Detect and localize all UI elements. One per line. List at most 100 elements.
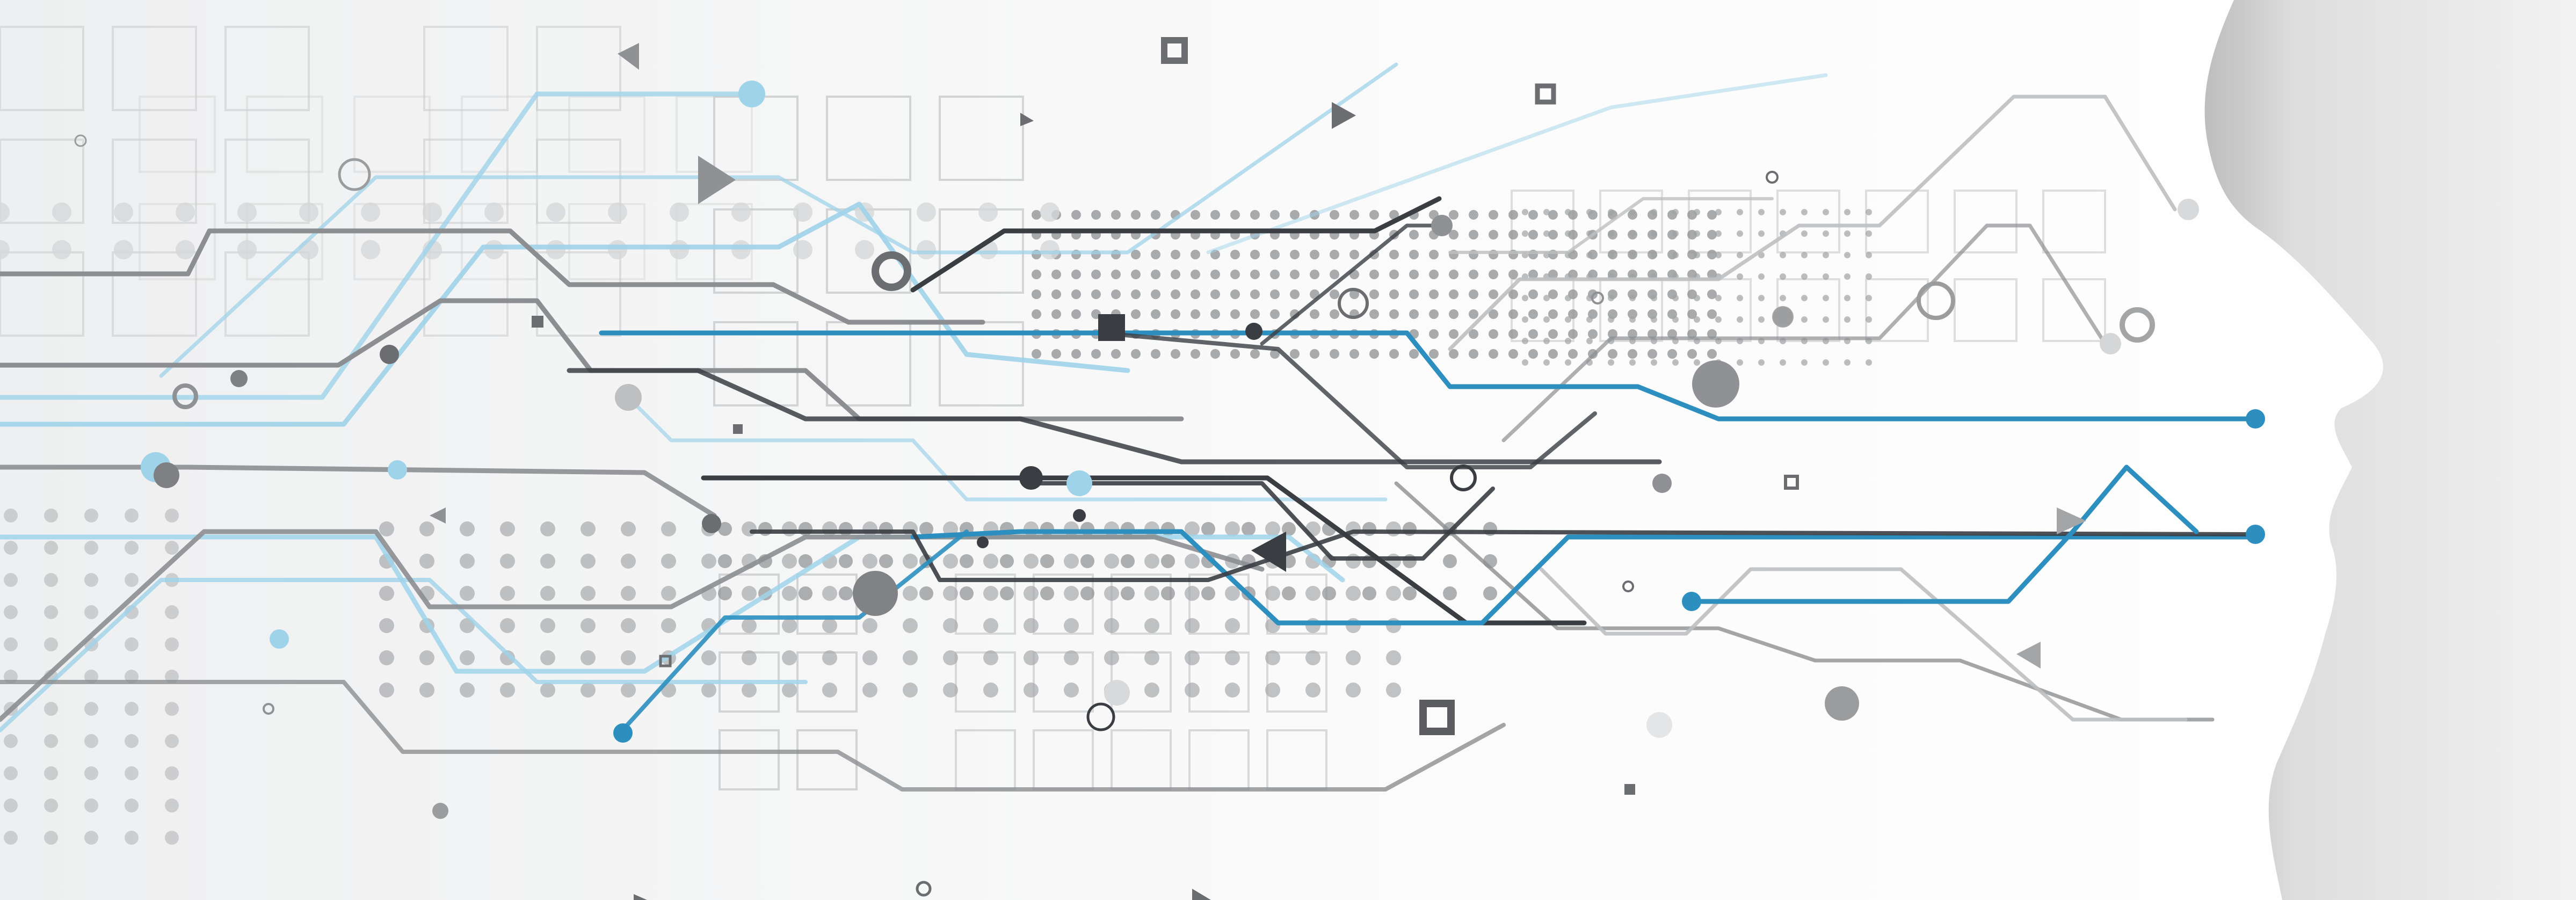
grid-dot	[1528, 230, 1538, 239]
triangle-marker-icon	[2016, 642, 2041, 669]
grid-dot	[1469, 230, 1478, 239]
grid-dot	[1403, 554, 1417, 568]
grid-dot	[1651, 209, 1657, 215]
grid-dot	[125, 509, 139, 522]
grid-dot	[1386, 683, 1401, 698]
circuit-traces-layer	[0, 62, 2258, 792]
grid-dot	[1483, 586, 1497, 600]
grid-dot	[1707, 270, 1717, 279]
grid-dot	[1629, 252, 1636, 258]
grid-dot	[1242, 522, 1256, 536]
grid-dot	[1000, 554, 1014, 568]
gray-trace	[1448, 95, 2177, 351]
grid-dot	[1191, 270, 1200, 279]
grid-dot	[1330, 210, 1339, 220]
hollow-square-icon	[1784, 475, 1799, 490]
grid-dot	[1290, 250, 1300, 259]
grid-dot	[1801, 209, 1808, 215]
grid-dot	[1707, 210, 1717, 220]
grid-dot	[1071, 349, 1081, 359]
ring	[74, 134, 87, 147]
outline-square	[112, 26, 197, 111]
grid-dot	[1528, 329, 1538, 339]
outline-square	[112, 251, 197, 337]
grid-dot	[1024, 683, 1039, 698]
solid-square-marker	[733, 424, 743, 434]
ring	[172, 383, 198, 409]
grid-dot	[978, 202, 998, 222]
grid-dot	[0, 202, 10, 222]
grid-dot	[1104, 618, 1119, 633]
grid-dot	[84, 766, 98, 780]
grid-dot	[500, 650, 515, 665]
outline-square	[0, 26, 84, 111]
gray-trace	[1539, 567, 2188, 722]
grid-dot	[423, 202, 442, 222]
grid-dot	[1071, 309, 1081, 319]
grid-dot	[1568, 329, 1578, 339]
grid-dot	[4, 734, 18, 748]
outline-square	[0, 251, 84, 337]
grid-dot	[903, 683, 918, 698]
gray-trace	[0, 298, 1184, 422]
outline-square	[1188, 651, 1250, 713]
triangle-marker-icon	[1192, 889, 1211, 900]
grid-dot	[1707, 230, 1717, 239]
grid-dot	[1628, 309, 1637, 319]
grid-dot	[1866, 230, 1872, 237]
grid-dot	[125, 541, 139, 555]
grid-dot	[1508, 329, 1518, 339]
grid-dot	[1608, 230, 1614, 237]
grid-dot	[718, 522, 732, 536]
grid-dot	[484, 240, 504, 259]
node-dot	[1825, 686, 1859, 721]
grid-dot	[1780, 252, 1786, 258]
outline-square	[353, 96, 431, 173]
grid-dot	[1185, 618, 1200, 633]
node-dot	[613, 723, 633, 743]
grid-dot	[1191, 250, 1200, 259]
grid-dot	[1629, 359, 1636, 366]
grid-dot	[1389, 270, 1399, 279]
grid-dot	[1823, 273, 1829, 280]
grid-dot	[1694, 230, 1700, 237]
hollow-square-icon	[1161, 37, 1188, 64]
grid-dot	[1064, 618, 1079, 633]
outline-square	[1954, 278, 2018, 342]
grid-dot	[1051, 309, 1061, 319]
light-blue-trace	[0, 578, 808, 732]
grid-dot	[917, 202, 936, 222]
grid-dot	[1715, 230, 1722, 237]
grid-dot	[1801, 252, 1808, 258]
grid-dot	[879, 522, 893, 536]
grid-dot	[718, 554, 732, 568]
grid-dot	[1161, 554, 1175, 568]
grid-dot	[580, 618, 596, 633]
grid-dot	[4, 799, 18, 812]
grid-dot	[1024, 521, 1039, 536]
grid-dot	[822, 650, 837, 665]
ring	[2120, 307, 2155, 343]
grid-dot	[670, 240, 689, 259]
grid-dot	[1185, 683, 1200, 698]
grid-dot	[1548, 309, 1558, 319]
grid-dot	[1543, 209, 1550, 215]
grid-dot	[1449, 270, 1458, 279]
grid-dot	[1270, 349, 1280, 359]
grid-dot	[1265, 650, 1280, 665]
grid-dot	[1449, 210, 1458, 220]
grid-dot	[1489, 289, 1498, 299]
outline-square	[719, 574, 780, 635]
grid-dot	[1305, 618, 1320, 633]
grid-dot	[1469, 309, 1478, 319]
blue-trace	[910, 529, 2258, 626]
grid-dot	[1801, 273, 1808, 280]
grid-dot	[1780, 359, 1786, 366]
grid-dot	[1694, 209, 1700, 215]
grid-dot	[1185, 554, 1200, 569]
grid-dot	[1608, 252, 1614, 258]
grid-dot	[1389, 289, 1399, 299]
grid-dot	[125, 637, 139, 651]
grid-dot	[379, 521, 394, 536]
